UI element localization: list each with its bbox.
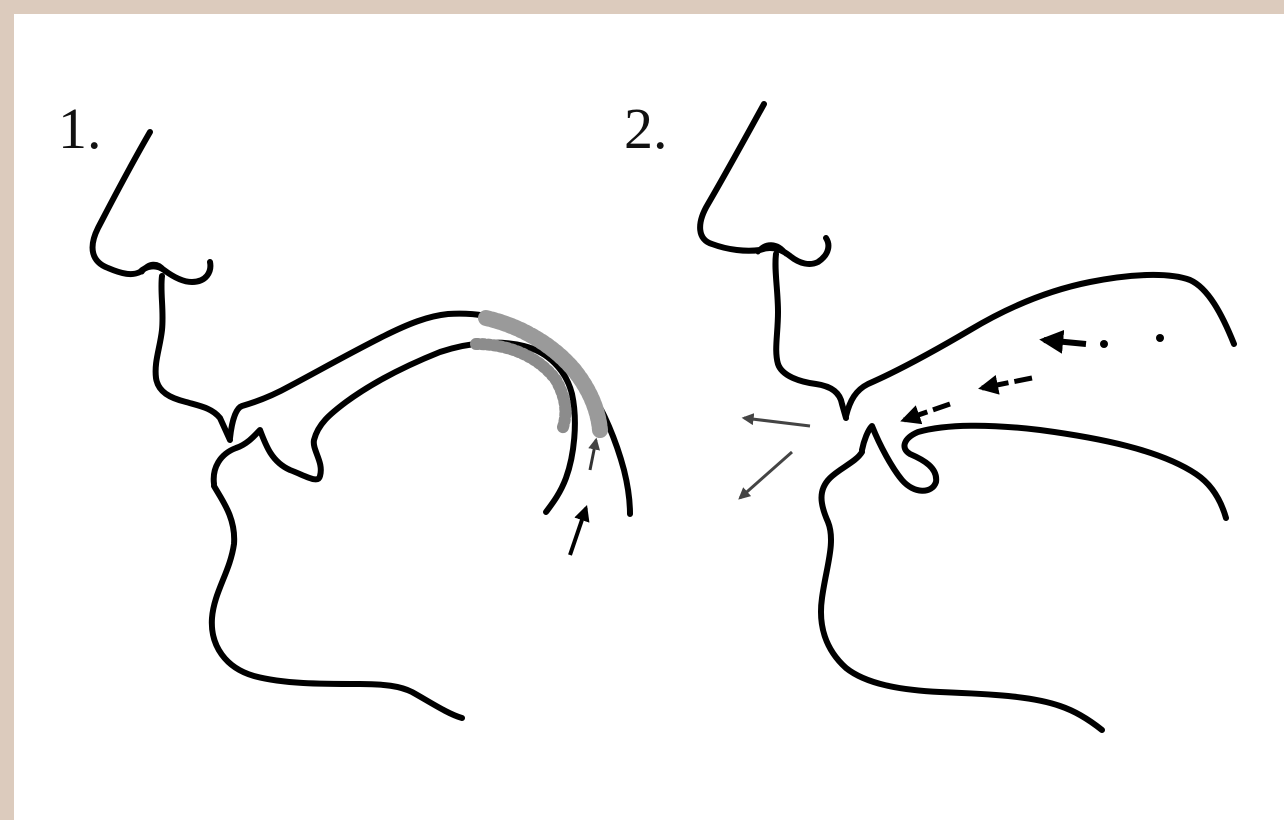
- figure-2-label: 2.: [624, 96, 668, 161]
- figure-2: 2.: [624, 96, 1234, 730]
- figure-1-label: 1.: [58, 96, 102, 161]
- figure-2-dot-1: [1100, 340, 1108, 348]
- figure-2-face-profile: [700, 104, 846, 418]
- figure-1-tongue: [214, 343, 575, 512]
- figure-1-chin: [212, 486, 462, 718]
- figure-2-exit-arrows: [740, 418, 810, 498]
- figure-1: 1.: [58, 96, 630, 718]
- figure-2-arrow-2: [982, 378, 1032, 388]
- figure-2-exit-arrow-lower: [740, 452, 792, 498]
- figure-1-closure-shading: [476, 318, 600, 430]
- figure-2-arrow-3: [904, 404, 950, 420]
- figure-2-chin: [821, 452, 1102, 730]
- figure-1-face-profile: [93, 132, 230, 440]
- figure-2-exit-arrow-upper: [744, 418, 810, 426]
- figure-1-airflow-arrow-lower: [570, 508, 586, 555]
- figure-2-dot-2: [1156, 334, 1164, 342]
- figure-2-palate: [846, 275, 1234, 416]
- figure-2-arrow-1: [1044, 340, 1086, 344]
- figure-1-airflow-arrow-upper: [590, 440, 596, 470]
- figure-2-tongue: [862, 426, 1226, 518]
